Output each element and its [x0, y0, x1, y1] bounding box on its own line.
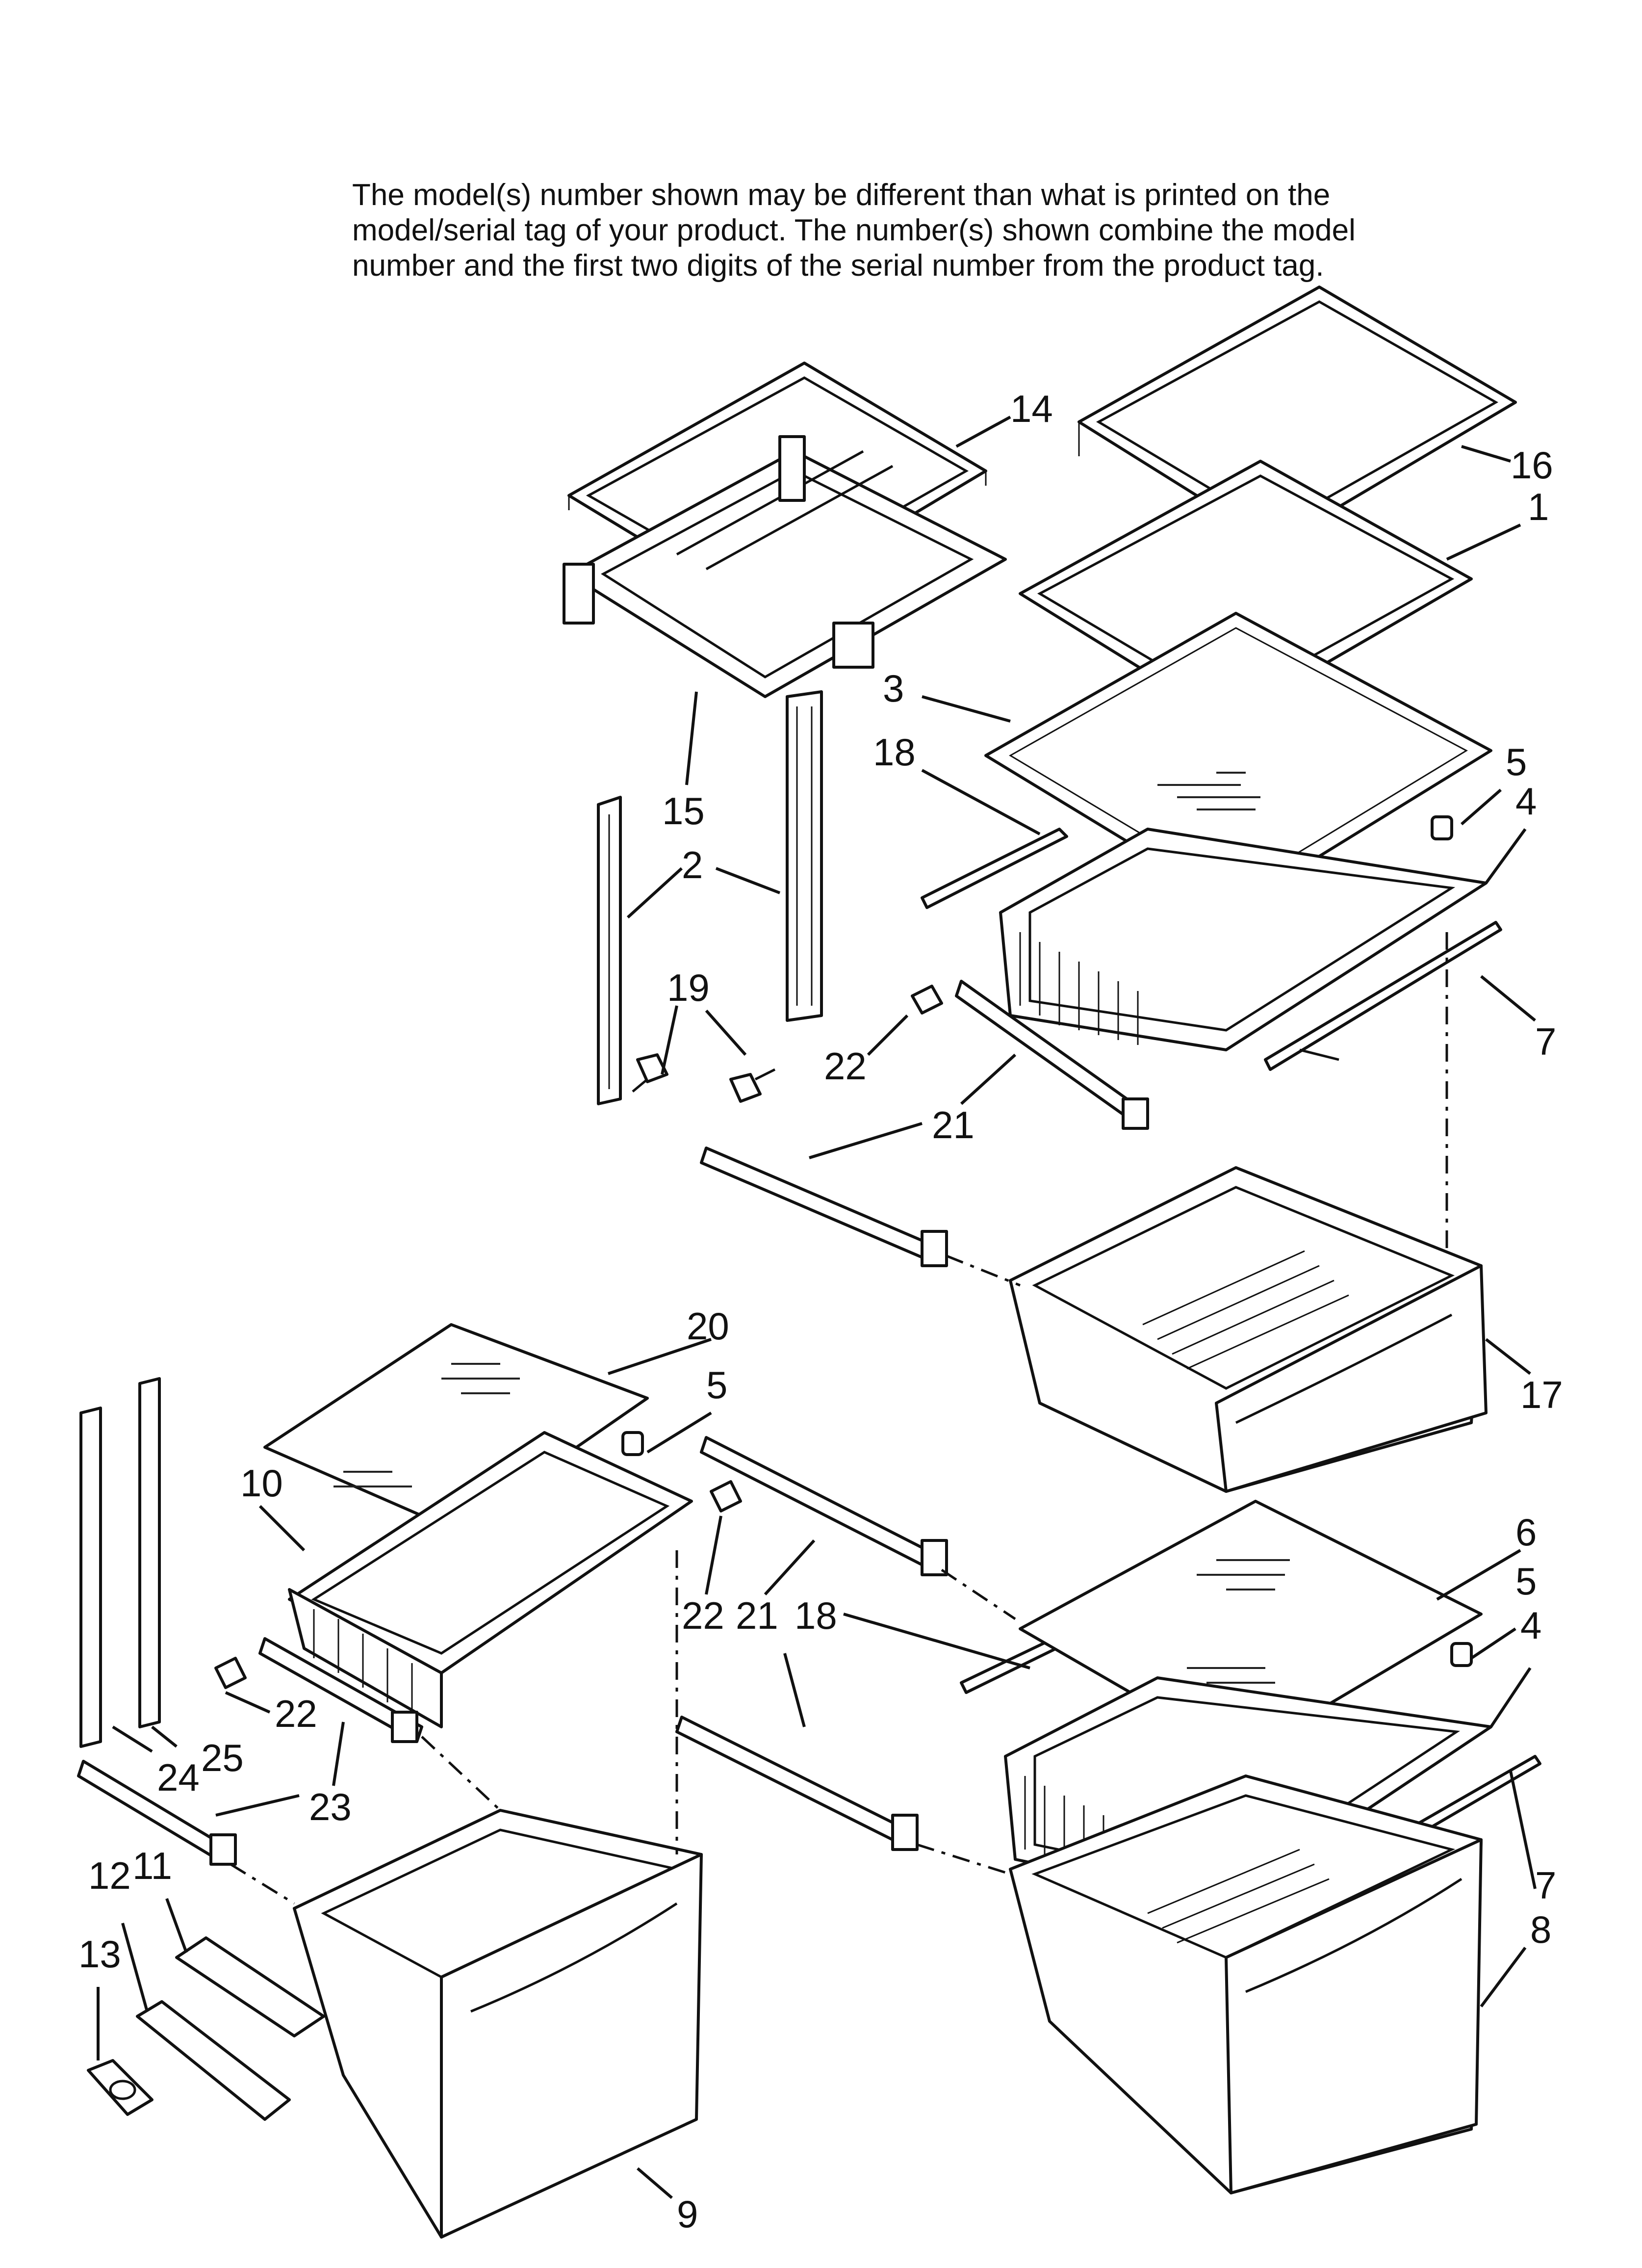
part-4-crisper-cover-frame-upper: [999, 828, 1488, 1051]
crisper-ribs-lower: [1147, 1849, 1330, 1944]
callout-9: 9: [677, 2192, 698, 2236]
callout-5-upper: 5: [1506, 740, 1527, 783]
callout-17: 17: [1520, 1373, 1563, 1416]
part-5-bumper-lower-right: [1450, 1642, 1473, 1667]
callout-18-upper: 18: [873, 730, 916, 774]
callout-1: 1: [1528, 485, 1549, 528]
part-12-control-slide: [136, 2000, 291, 2121]
callout-labels: 14 16 1 3 18 5 4 15 2 19 22 7 21 17 20 5…: [78, 387, 1563, 2236]
part-21-drawer-slide-upper-right: [955, 980, 1149, 1130]
part-19-screw-a: [632, 1053, 668, 1093]
callout-4-upper: 4: [1515, 780, 1537, 823]
part-11-control-knob-housing: [175, 1936, 325, 2037]
part-7-slide-upper: [1264, 921, 1502, 1071]
part-17-crisper-drawer-upper: [1009, 1166, 1488, 1493]
callout-5-lower: 5: [1515, 1560, 1537, 1603]
part-5-bumper-upper: [1431, 815, 1453, 840]
callout-5-middle: 5: [706, 1363, 727, 1407]
part-5-bumper-lower-left: [621, 1431, 644, 1456]
notice-line-2: model/serial tag of your product. The nu…: [352, 213, 1356, 247]
callout-7-upper: 7: [1535, 1020, 1556, 1063]
callout-2: 2: [682, 843, 703, 886]
part-13-control-knob: [87, 2059, 154, 2116]
part-22-screw-lower-left: [214, 1657, 247, 1689]
callout-23: 23: [309, 1785, 352, 1828]
part-21-drawer-slide-upper-left: [700, 1147, 948, 1267]
crisper-vent-slats-lower-left: [313, 1609, 413, 1717]
callout-10: 10: [240, 1461, 283, 1505]
crisper-vent-slats-upper: [1019, 932, 1139, 1045]
part-22-screw-lower-middle: [710, 1480, 742, 1512]
callout-22-upper: 22: [824, 1044, 867, 1088]
part-10-crisper-cover-frame: [288, 1431, 693, 1728]
part-2-shelf-ladder-rail-left: [597, 796, 622, 1105]
part-25-rail: [138, 1377, 161, 1728]
callout-4-lower: 4: [1520, 1604, 1541, 1647]
notice-line-3: number and the first two digits of the s…: [352, 249, 1324, 283]
callout-13: 13: [78, 1932, 121, 1976]
callout-12: 12: [88, 1854, 131, 1897]
callout-14: 14: [1010, 387, 1053, 430]
callout-18-lower: 18: [795, 1594, 837, 1637]
part-18-trim-upper: [921, 828, 1068, 909]
part-15-shelf-support-frame: [563, 435, 1007, 698]
callout-7-lower: 7: [1535, 1864, 1556, 1907]
callout-19: 19: [667, 966, 710, 1009]
callout-24: 24: [157, 1756, 200, 1799]
part-24-rail: [79, 1407, 102, 1748]
part-21-drawer-slide-lower-a: [700, 1436, 948, 1576]
callout-25: 25: [201, 1736, 244, 1779]
callout-16: 16: [1511, 443, 1553, 487]
callout-6: 6: [1515, 1511, 1537, 1554]
notice-line-1: The model(s) number shown may be differe…: [352, 178, 1331, 212]
callout-15: 15: [662, 789, 705, 833]
crisper-ribs-upper: [1142, 1250, 1349, 1370]
part-20-crisper-glass: [263, 1323, 649, 1532]
part-22-screw-upper: [911, 985, 943, 1015]
callout-8: 8: [1530, 1908, 1551, 1951]
part-21-drawer-slide-lower-b: [675, 1716, 919, 1851]
part-2-shelf-ladder-rail-right: [786, 690, 823, 1022]
part-23-slide-lower-far-left: [77, 1760, 237, 1866]
alignment-lines: [230, 932, 1448, 1905]
callout-21-lower: 21: [736, 1594, 778, 1637]
callout-22-lower: 22: [275, 1692, 317, 1735]
part-9-crisper-drawer-lower-left: [293, 1809, 703, 2239]
callout-22-middle: 22: [682, 1594, 724, 1637]
callout-3: 3: [883, 667, 904, 710]
callout-20: 20: [687, 1304, 729, 1348]
part-8-crisper-drawer-lower-right: [1009, 1774, 1483, 2194]
leader-lines: [97, 416, 1537, 2199]
part-19-screw-b: [729, 1068, 776, 1103]
model-number-notice: The model(s) number shown may be differe…: [352, 178, 1356, 284]
callout-21-upper: 21: [932, 1103, 975, 1147]
callout-11: 11: [132, 1844, 172, 1887]
part-23-slide-lower-left: [258, 1637, 423, 1743]
